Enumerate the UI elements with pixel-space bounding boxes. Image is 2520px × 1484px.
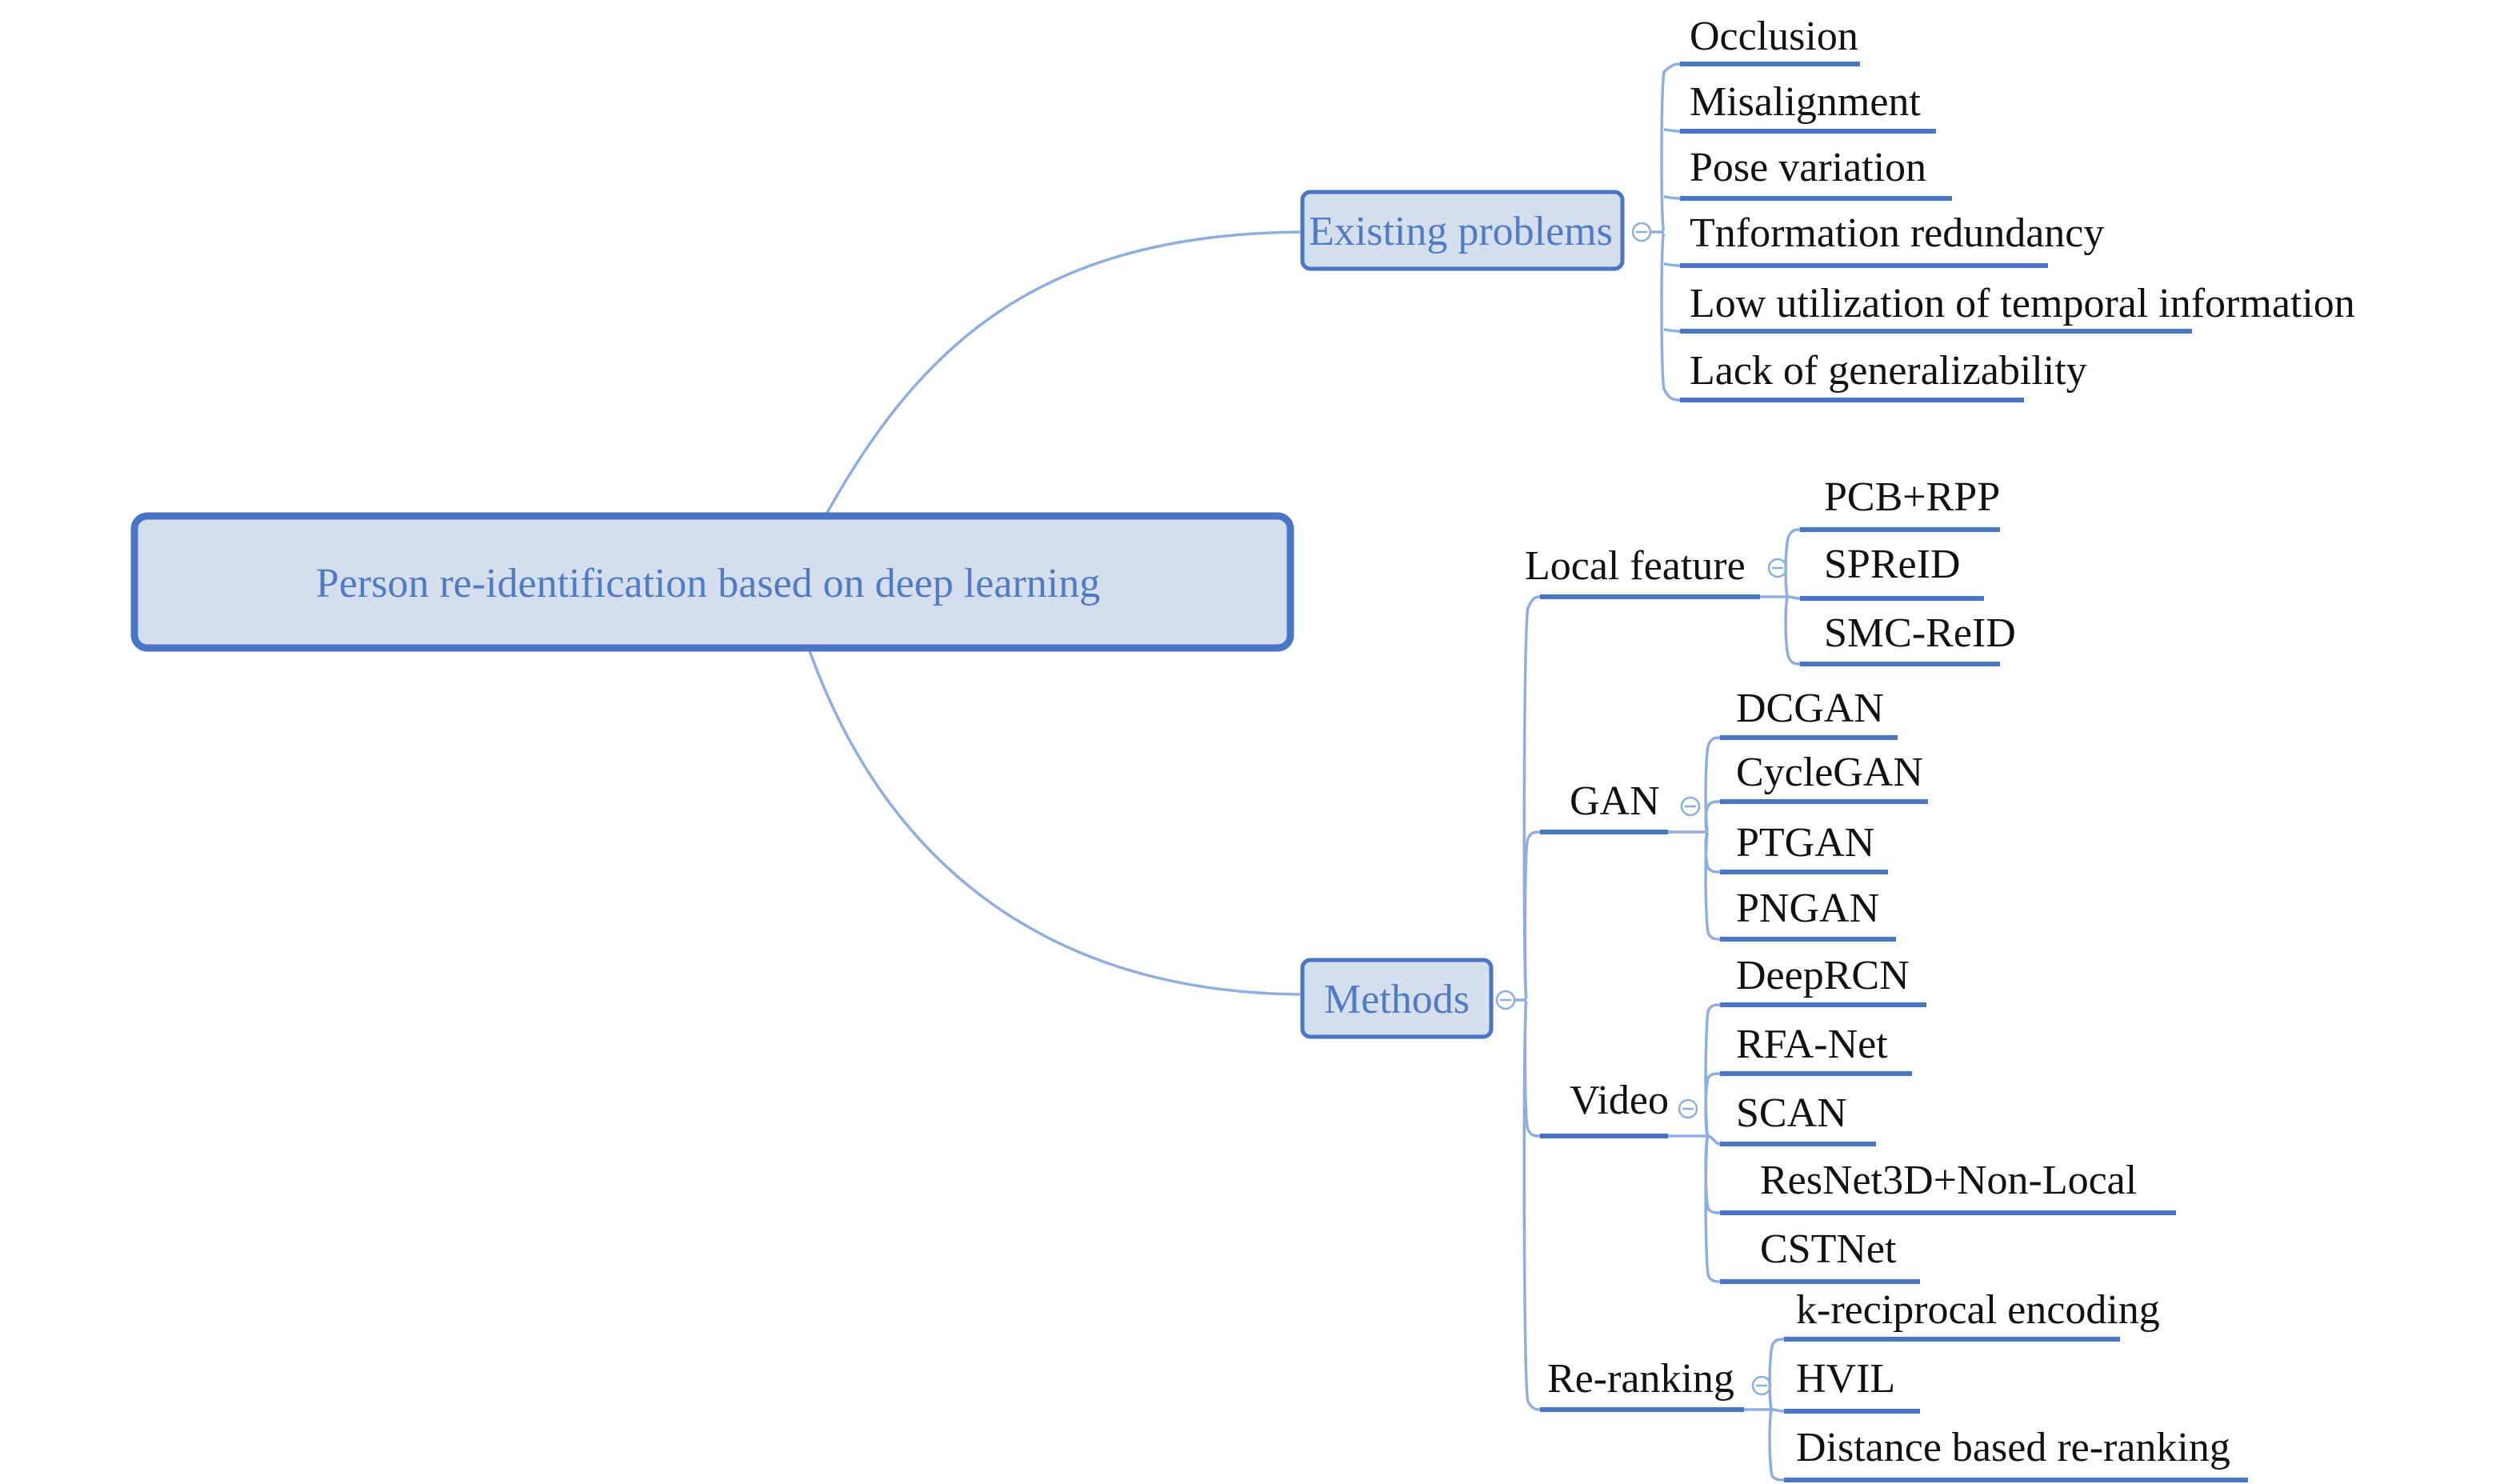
gan-item[interactable]: DCGAN xyxy=(1720,686,1898,740)
collapse-minus-icon[interactable] xyxy=(1680,796,1701,817)
video-item[interactable]: SCAN xyxy=(1720,1090,1876,1146)
method-group-video[interactable]: Video xyxy=(1540,1078,1669,1138)
re-ranking-item-label: k-reciprocal encoding xyxy=(1796,1287,2160,1333)
local-feature-item[interactable]: PCB+RPP xyxy=(1800,474,2000,532)
gan-item-label: CycleGAN xyxy=(1736,750,1923,795)
problem-item[interactable]: Low utilization of temporal information xyxy=(1680,281,2355,334)
video-item[interactable]: RFA-Net xyxy=(1720,1022,1912,1076)
connector-video-leaves xyxy=(1668,1003,1721,1283)
method-group-gan[interactable]: GAN xyxy=(1540,778,1668,834)
video-item[interactable]: DeepRCN xyxy=(1720,953,1926,1007)
video-item-label: CSTNet xyxy=(1760,1226,1897,1272)
problem-item[interactable]: Tnformation redundancy xyxy=(1680,210,2104,268)
method-group-re-ranking[interactable]: Re-ranking xyxy=(1540,1356,1744,1412)
method-group-label: Re-ranking xyxy=(1547,1356,1734,1402)
local-feature-item-label: SPReID xyxy=(1824,542,1960,587)
problem-item[interactable]: Misalignment xyxy=(1680,79,1936,134)
video-item[interactable]: CSTNet xyxy=(1720,1226,1920,1284)
connector-gan-leaves xyxy=(1668,736,1721,941)
methods-node[interactable]: Methods xyxy=(1300,958,1494,1039)
problem-item-label: Tnformation redundancy xyxy=(1690,210,2104,256)
re-ranking-item[interactable]: k-reciprocal encoding xyxy=(1784,1287,2160,1342)
gan-item[interactable]: PNGAN xyxy=(1720,886,1896,942)
problem-item-label: Low utilization of temporal information xyxy=(1690,281,2355,326)
collapse-minus-icon[interactable] xyxy=(1751,1375,1772,1396)
gan-item-label: PTGAN xyxy=(1736,820,1874,866)
methods-label: Methods xyxy=(1324,977,1470,1022)
video-item-label: DeepRCN xyxy=(1736,953,1910,998)
root-label: Person re-identification based on deep l… xyxy=(316,561,1100,606)
problem-item[interactable]: Lack of generalizability xyxy=(1680,348,2087,402)
problem-item-label: Misalignment xyxy=(1690,79,1921,125)
local-feature-item-label: PCB+RPP xyxy=(1824,474,2000,520)
problem-item[interactable]: Occlusion xyxy=(1680,14,1860,66)
connector-problems-leaves xyxy=(1663,128,1681,333)
video-item-label: RFA-Net xyxy=(1736,1022,1888,1067)
re-ranking-item-label: Distance based re-ranking xyxy=(1796,1425,2230,1470)
connector-methods-spine xyxy=(1514,595,1541,1411)
method-group-label: GAN xyxy=(1570,778,1660,824)
problem-item-label: Pose variation xyxy=(1690,145,1926,190)
gan-item[interactable]: PTGAN xyxy=(1720,820,1888,874)
re-ranking-item[interactable]: HVIL xyxy=(1784,1356,1920,1414)
method-group-local-feature[interactable]: Local feature xyxy=(1525,543,1760,599)
root-node[interactable]: Person re-identification based on deep l… xyxy=(130,512,1294,652)
connector-local-feature-leaves xyxy=(1760,528,1801,666)
problem-item-label: Lack of generalizability xyxy=(1690,348,2087,394)
collapse-minus-icon[interactable] xyxy=(1495,990,1516,1010)
connector-problems-spine xyxy=(1651,62,1681,402)
existing-problems-node[interactable]: Existing problems xyxy=(1300,190,1625,271)
video-item-label: SCAN xyxy=(1736,1090,1847,1136)
gan-item-label: DCGAN xyxy=(1736,686,1884,731)
existing-problems-label: Existing problems xyxy=(1309,209,1613,254)
video-item-label: ResNet3D+Non-Local xyxy=(1760,1158,2137,1203)
collapse-minus-icon[interactable] xyxy=(1631,222,1652,242)
re-ranking-item[interactable]: Distance based re-ranking xyxy=(1784,1425,2248,1482)
local-feature-item[interactable]: SPReID xyxy=(1800,542,1984,601)
collapse-minus-icon[interactable] xyxy=(1767,558,1788,578)
local-feature-item-label: SMC-ReID xyxy=(1824,610,2016,656)
re-ranking-item-label: HVIL xyxy=(1796,1356,1895,1402)
connector-re-ranking-leaves xyxy=(1744,1338,1785,1482)
gan-item[interactable]: CycleGAN xyxy=(1720,750,1928,804)
gan-item-label: PNGAN xyxy=(1736,886,1879,931)
connector-root-methods xyxy=(806,646,1301,996)
problem-item-label: Occlusion xyxy=(1690,14,1858,59)
local-feature-item[interactable]: SMC-ReID xyxy=(1800,610,2016,666)
collapse-minus-icon[interactable] xyxy=(1678,1098,1698,1119)
video-item[interactable]: ResNet3D+Non-Local xyxy=(1720,1158,2176,1215)
method-group-label: Local feature xyxy=(1525,543,1746,589)
connector-root-existing-problems xyxy=(822,230,1301,519)
method-group-label: Video xyxy=(1570,1078,1669,1123)
problem-item[interactable]: Pose variation xyxy=(1680,145,1952,201)
